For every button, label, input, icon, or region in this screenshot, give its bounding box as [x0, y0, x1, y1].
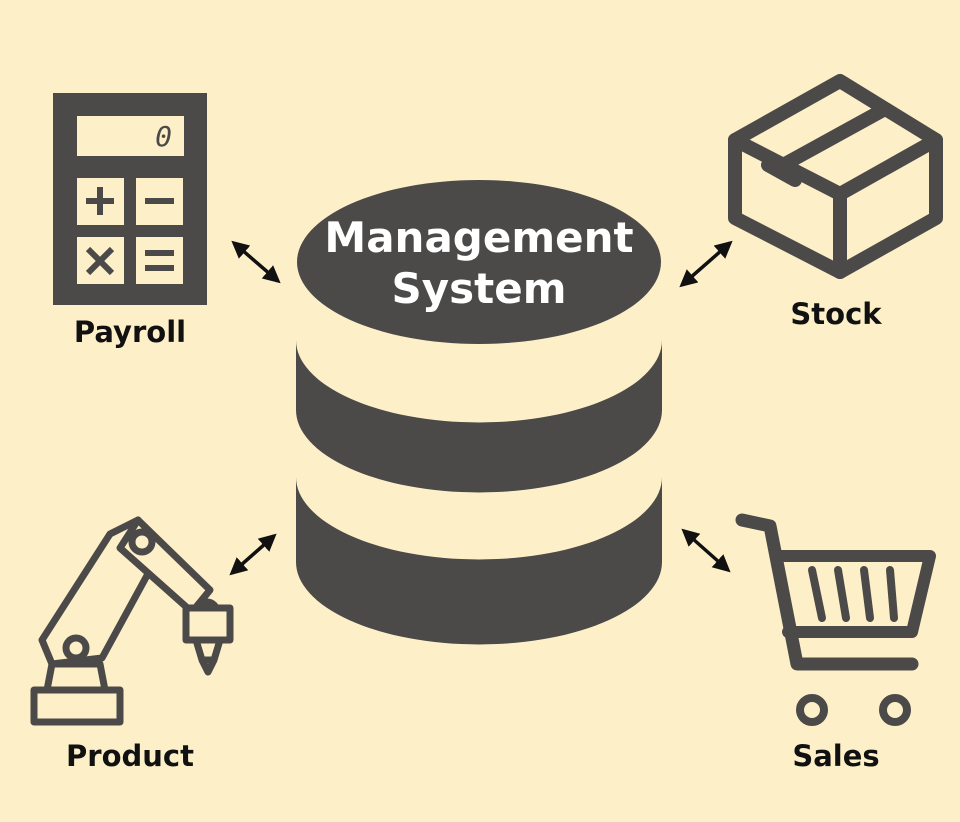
calculator-icon [53, 93, 207, 305]
calculator-display-value: 0 [155, 120, 172, 153]
center-title-line-2: System [392, 264, 567, 313]
box-icon [728, 74, 943, 279]
arrow-sales-connection [681, 528, 731, 573]
database-icon [295, 180, 662, 645]
arrow-product-connection [229, 533, 277, 576]
product-label: Product [66, 739, 194, 773]
robot-arm-icon [30, 516, 234, 726]
shopping-cart-icon [735, 513, 936, 726]
center-title-line-1: Management [324, 213, 633, 262]
calculator-display [77, 116, 184, 156]
arrow-payroll-connection [231, 240, 281, 284]
stock-label: Stock [790, 297, 882, 331]
payroll-label: Payroll [74, 315, 186, 349]
sales-label: Sales [792, 739, 879, 773]
arrow-stock-connection [679, 240, 733, 288]
